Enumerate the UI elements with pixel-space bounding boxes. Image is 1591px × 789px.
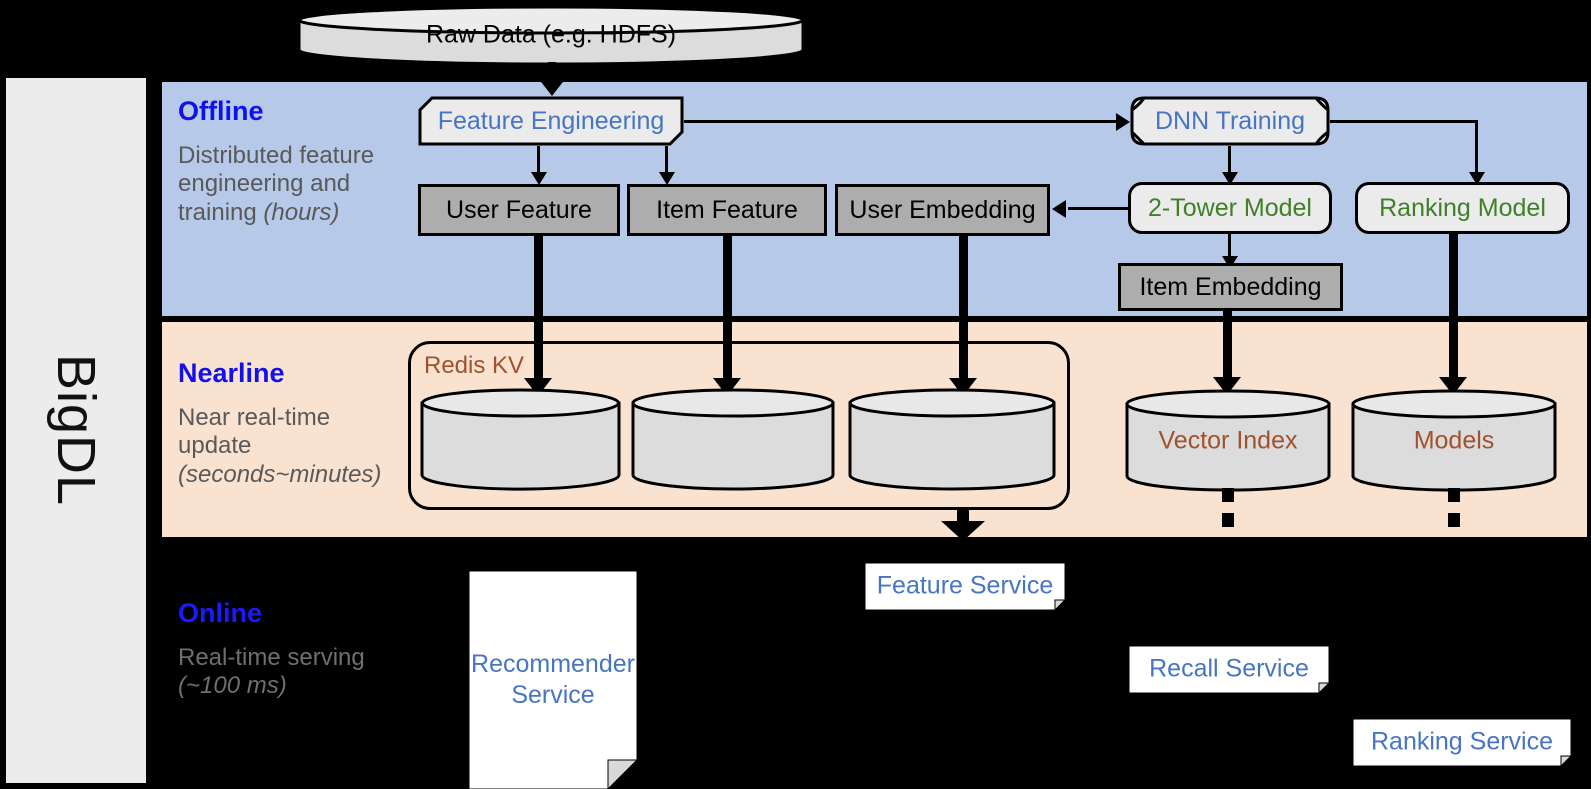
two-tower-model-label: 2-Tower Model: [1148, 193, 1312, 222]
ranking-service-node[interactable]: Ranking Service: [1352, 718, 1572, 766]
dnn-training-label: DNN Training: [1154, 106, 1306, 135]
online-sub-text: Real-time serving: [178, 644, 365, 671]
ranking-service-label: Ranking Service: [1370, 727, 1554, 756]
ranking-model-node[interactable]: Ranking Model: [1355, 182, 1570, 234]
arrowhead-fe-dnn: [1116, 113, 1130, 131]
recommender-service-label: Recommender Service: [471, 649, 635, 709]
arrowhead-rawdata-fe: [538, 78, 566, 96]
recall-service-node[interactable]: Recall Service: [1128, 645, 1330, 693]
models-label: Models: [1413, 426, 1495, 455]
redis-cylinder-item-feature: [630, 388, 836, 492]
item-embedding-node[interactable]: Item Embedding: [1118, 263, 1343, 311]
connector-vectorindex-recall-b: [1222, 513, 1234, 527]
connector-fe-dnn: [684, 120, 1116, 123]
nearline-sub-text: Near real-time update: [178, 404, 331, 460]
connector-rawdata-fe: [548, 62, 556, 82]
connector-models-ranking-a: [1448, 488, 1460, 502]
bigdl-label: BigDL: [46, 354, 106, 507]
connector-twotower-userembedding: [1068, 207, 1130, 210]
online-sub-italic: (~100 ms): [178, 672, 287, 700]
connector-userembedding-redis: [959, 236, 968, 388]
connector-vectorindex-recall-a: [1222, 488, 1234, 502]
vector-index-label: Vector Index: [1158, 426, 1298, 455]
offline-title: Offline: [178, 96, 264, 126]
feature-service-node[interactable]: Feature Service: [864, 562, 1066, 610]
models-cylinder[interactable]: Models: [1350, 388, 1558, 494]
offline-sub-text: Distributed feature engineering and trai…: [178, 142, 375, 226]
raw-data-label: Raw Data (e.g. HDFS): [425, 20, 677, 49]
connector-dnn-rankingmodel-h: [1330, 120, 1478, 123]
offline-sub-italic: (hours): [263, 198, 340, 226]
arrowhead-dnn-twotower: [1222, 172, 1238, 185]
arrowhead-twotower-userembedding: [1052, 200, 1066, 218]
redis-cylinder-user-embedding: [847, 388, 1057, 492]
connector-rankingmodel-models: [1449, 234, 1458, 387]
connector-fe-itemfeature: [665, 146, 668, 174]
nearline-title: Nearline: [178, 358, 285, 388]
offline-subtitle: Distributed feature engineering and trai…: [178, 142, 388, 227]
feature-engineering-label: Feature Engineering: [437, 106, 665, 135]
user-embedding-label: User Embedding: [849, 195, 1036, 224]
connector-dnn-twotower: [1228, 146, 1231, 176]
vector-index-cylinder[interactable]: Vector Index: [1124, 388, 1332, 494]
ranking-model-label: Ranking Model: [1379, 193, 1546, 222]
connector-models-ranking-b: [1448, 513, 1460, 527]
connector-dnn-rankingmodel-v: [1475, 120, 1478, 176]
connector-redis-featureservice: [957, 508, 969, 522]
redis-kv-container: [408, 341, 1070, 510]
feature-engineering-node[interactable]: Feature Engineering: [418, 96, 684, 146]
raw-data-cylinder: Raw Data (e.g. HDFS): [296, 4, 806, 66]
online-title: Online: [178, 598, 263, 628]
connector-itemembedding-vectorindex: [1223, 311, 1232, 387]
arrowhead-fe-itemfeature: [659, 172, 675, 185]
redis-cylinder-user-feature: [419, 388, 622, 492]
online-subtitle: Real-time serving (~100 ms): [178, 644, 378, 701]
item-feature-label: Item Feature: [656, 195, 798, 224]
dnn-training-node[interactable]: DNN Training: [1130, 96, 1330, 146]
connector-fe-userfeature: [537, 146, 540, 174]
bigdl-sidebar: BigDL: [6, 78, 146, 783]
connector-itemfeature-redis: [723, 236, 732, 388]
connector-userfeature-redis: [534, 236, 543, 388]
user-embedding-node[interactable]: User Embedding: [835, 184, 1050, 236]
user-feature-node[interactable]: User Feature: [418, 184, 620, 236]
arrowhead-dnn-rankingmodel: [1469, 172, 1485, 185]
feature-service-label: Feature Service: [876, 571, 1054, 600]
recall-service-label: Recall Service: [1149, 654, 1309, 683]
connector-twotower-itemembedding: [1228, 234, 1231, 260]
nearline-subtitle: Near real-time update (seconds~minutes): [178, 404, 408, 489]
item-feature-node[interactable]: Item Feature: [627, 184, 827, 236]
item-embedding-label: Item Embedding: [1139, 272, 1322, 301]
two-tower-model-node[interactable]: 2-Tower Model: [1128, 182, 1332, 234]
redis-kv-label: Redis KV: [424, 352, 525, 379]
user-feature-label: User Feature: [446, 195, 592, 224]
arrowhead-redis-featureservice: [941, 521, 985, 541]
nearline-sub-italic: (seconds~minutes): [178, 460, 382, 488]
recommender-service-node[interactable]: Recommender Service: [468, 570, 638, 789]
arrowhead-fe-userfeature: [531, 172, 547, 185]
